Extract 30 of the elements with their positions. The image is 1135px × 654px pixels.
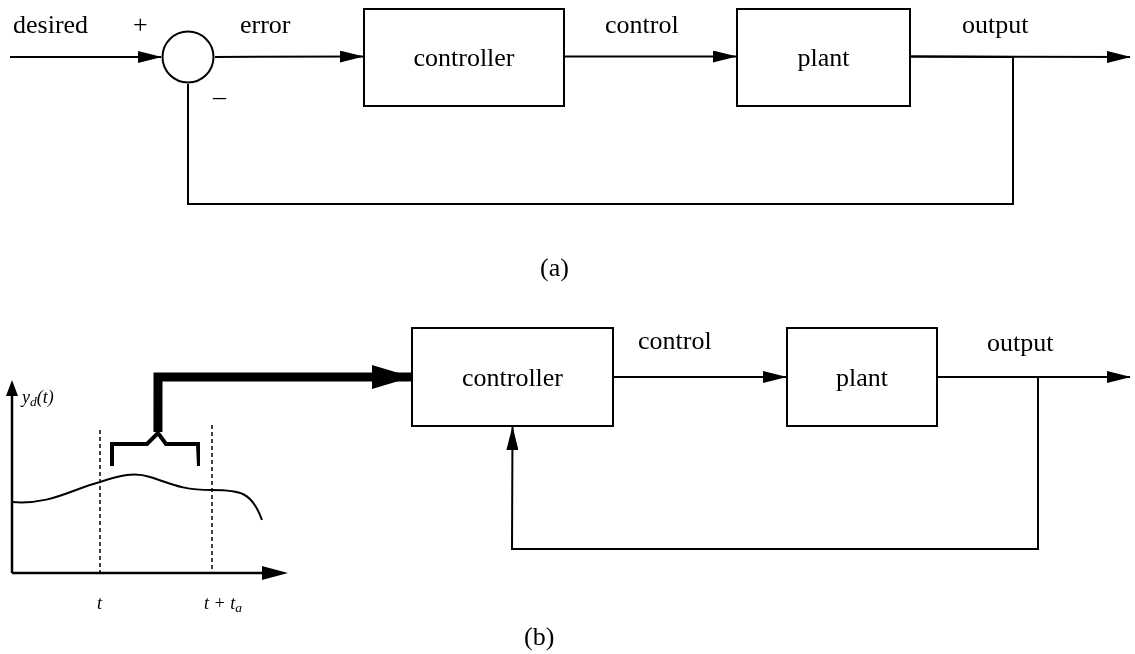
subfigure-label: (b) — [524, 624, 555, 650]
block-label: controller — [413, 42, 515, 74]
signal-label: control — [605, 12, 679, 38]
block-box — [411, 327, 614, 427]
block-box — [786, 327, 938, 427]
axis-label: y$_{d}$(t) — [22, 388, 54, 406]
block-box — [363, 8, 565, 107]
arrow — [613, 371, 787, 383]
block-label: plant — [836, 361, 888, 394]
signal-label: error — [240, 12, 291, 38]
curly-brace — [110, 432, 200, 466]
arrow — [564, 50, 737, 63]
arrow — [214, 50, 364, 63]
axis-label: t + t$_{a}$ — [204, 594, 242, 612]
subfigure-label: (a) — [540, 255, 569, 281]
feedback-line — [187, 55, 1014, 205]
sign-label: – — [213, 84, 226, 110]
sign-label: + — [133, 12, 148, 38]
signal-label: output — [962, 12, 1029, 38]
arrow — [9, 51, 162, 63]
axis-label: t — [97, 594, 102, 612]
block-label: plant — [797, 42, 850, 74]
signal-label: desired — [13, 12, 89, 38]
block-box — [736, 8, 911, 107]
arrow — [506, 376, 1039, 550]
signal-label: output — [987, 330, 1054, 356]
summing-junction — [161, 30, 215, 84]
block-label: controller — [461, 361, 564, 394]
signal-label: control — [638, 328, 712, 354]
thick-arrow — [153, 365, 412, 432]
